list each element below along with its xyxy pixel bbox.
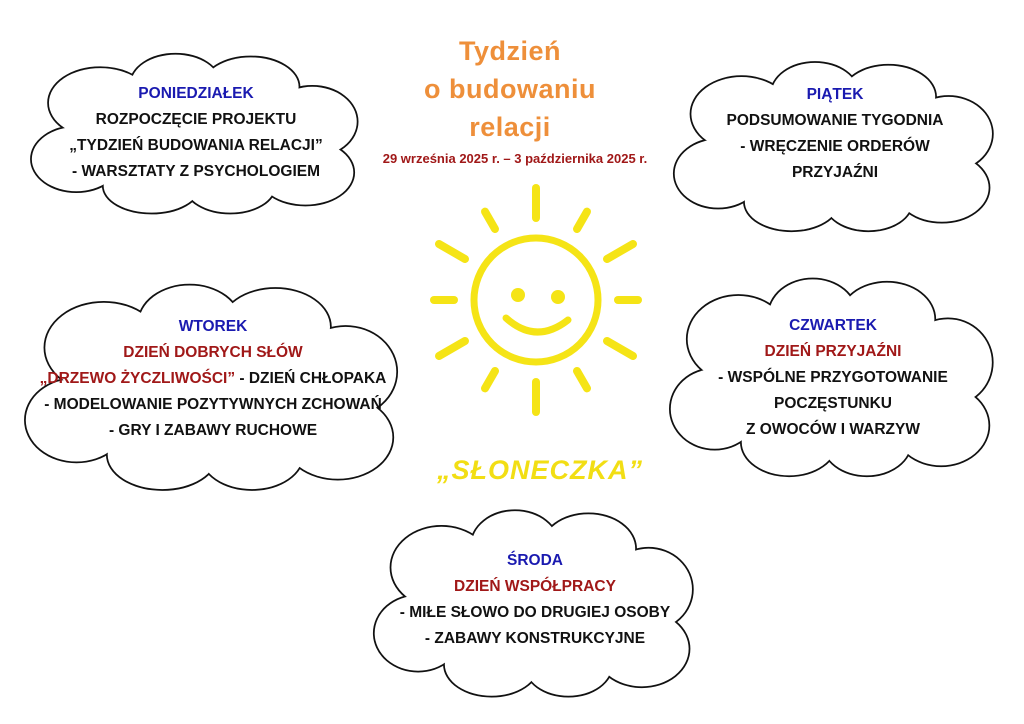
day-name: PONIEDZIAŁEK bbox=[138, 85, 254, 102]
sun-ray bbox=[603, 337, 637, 360]
cloud-monday: PONIEDZIAŁEK ROZPOCZĘCIE PROJEKTU „TYDZI… bbox=[25, 52, 367, 218]
activity: - GRY I ZABAWY RUCHOWE bbox=[108, 422, 318, 439]
cloud-shape bbox=[414, 539, 656, 665]
sun-ray bbox=[603, 240, 637, 263]
page-title: Tydzień o budowaniu relacji bbox=[380, 32, 640, 146]
date-range: 29 września 2025 r. – 3 października 202… bbox=[382, 151, 648, 166]
activity: ROZPOCZĘCIE PROJEKTU bbox=[95, 111, 297, 128]
highlight: „DRZEWO ŻYCZLIWOŚCI” bbox=[39, 370, 236, 387]
sun-eye bbox=[511, 288, 525, 302]
sun-face bbox=[470, 234, 602, 366]
cloud-shape bbox=[72, 316, 354, 455]
activity: „TYDZIEŃ BUDOWANIA RELACJI” bbox=[69, 137, 323, 154]
sun-icon bbox=[430, 184, 642, 416]
title-line: Tydzień bbox=[458, 36, 561, 66]
activity: - WSPÓLNE PRZYGOTOWANIE bbox=[718, 369, 948, 386]
day-theme: DZIEŃ WSPÓŁPRACY bbox=[454, 578, 616, 595]
activity: - WARSZTATY Z PSYCHOLOGIEM bbox=[72, 163, 320, 180]
cloud-wednesday: ŚRODA DZIEŃ WSPÓŁPRACY - MIŁE SŁOWO DO D… bbox=[368, 508, 702, 702]
sun-smile bbox=[502, 314, 572, 336]
sun-ray bbox=[435, 337, 469, 360]
activity: PRZYJAŹNI bbox=[791, 164, 879, 181]
activity: - DZIEŃ CHŁOPAKA bbox=[235, 370, 387, 387]
activity: Z OWOCÓW I WARZYW bbox=[746, 421, 920, 438]
day-name: CZWARTEK bbox=[789, 317, 877, 334]
cloud-thursday: CZWARTEK DZIEŃ PRZYJAŹNI - WSPÓLNE PRZYG… bbox=[664, 276, 1002, 482]
cloud-shape bbox=[72, 78, 320, 186]
title-line: o budowaniu bbox=[424, 74, 596, 104]
activity: POCZĘSTUNKU bbox=[774, 395, 892, 412]
sun-ray bbox=[481, 367, 499, 393]
day-theme: DZIEŃ DOBRYCH SŁÓW bbox=[123, 344, 303, 361]
day-name: ŚRODA bbox=[507, 552, 563, 569]
day-name: WTOREK bbox=[178, 318, 248, 335]
cloud-shape bbox=[714, 88, 956, 202]
activity: - MIŁE SŁOWO DO DRUGIEJ OSOBY bbox=[399, 604, 671, 621]
activity: PODSUMOWANIE TYGODNIA bbox=[726, 112, 944, 129]
activity: - MODELOWANIE POZYTYWNYCH ZCHOWAŃ bbox=[44, 396, 382, 413]
cloud-shape bbox=[711, 309, 955, 443]
sun-ray bbox=[573, 207, 591, 233]
sun-eye bbox=[551, 290, 565, 304]
cloud-friday: PIĄTEK PODSUMOWANIE TYGODNIA - WRĘCZENIE… bbox=[668, 60, 1002, 236]
activity: - WRĘCZENIE ORDERÓW bbox=[740, 138, 930, 155]
cloud-tuesday: WTOREK DZIEŃ DOBRYCH SŁÓW „DRZEWO ŻYCZLI… bbox=[18, 282, 408, 496]
sun-label: „SŁONECZKA” bbox=[437, 455, 643, 485]
sun-ray bbox=[435, 240, 469, 263]
sun-ray bbox=[573, 367, 591, 393]
day-theme: DZIEŃ PRZYJAŹNI bbox=[764, 343, 902, 360]
activity: - ZABAWY KONSTRUKCYJNE bbox=[424, 630, 646, 647]
day-name: PIĄTEK bbox=[806, 86, 864, 103]
sun-ray bbox=[481, 207, 499, 233]
title-line: relacji bbox=[469, 112, 551, 142]
